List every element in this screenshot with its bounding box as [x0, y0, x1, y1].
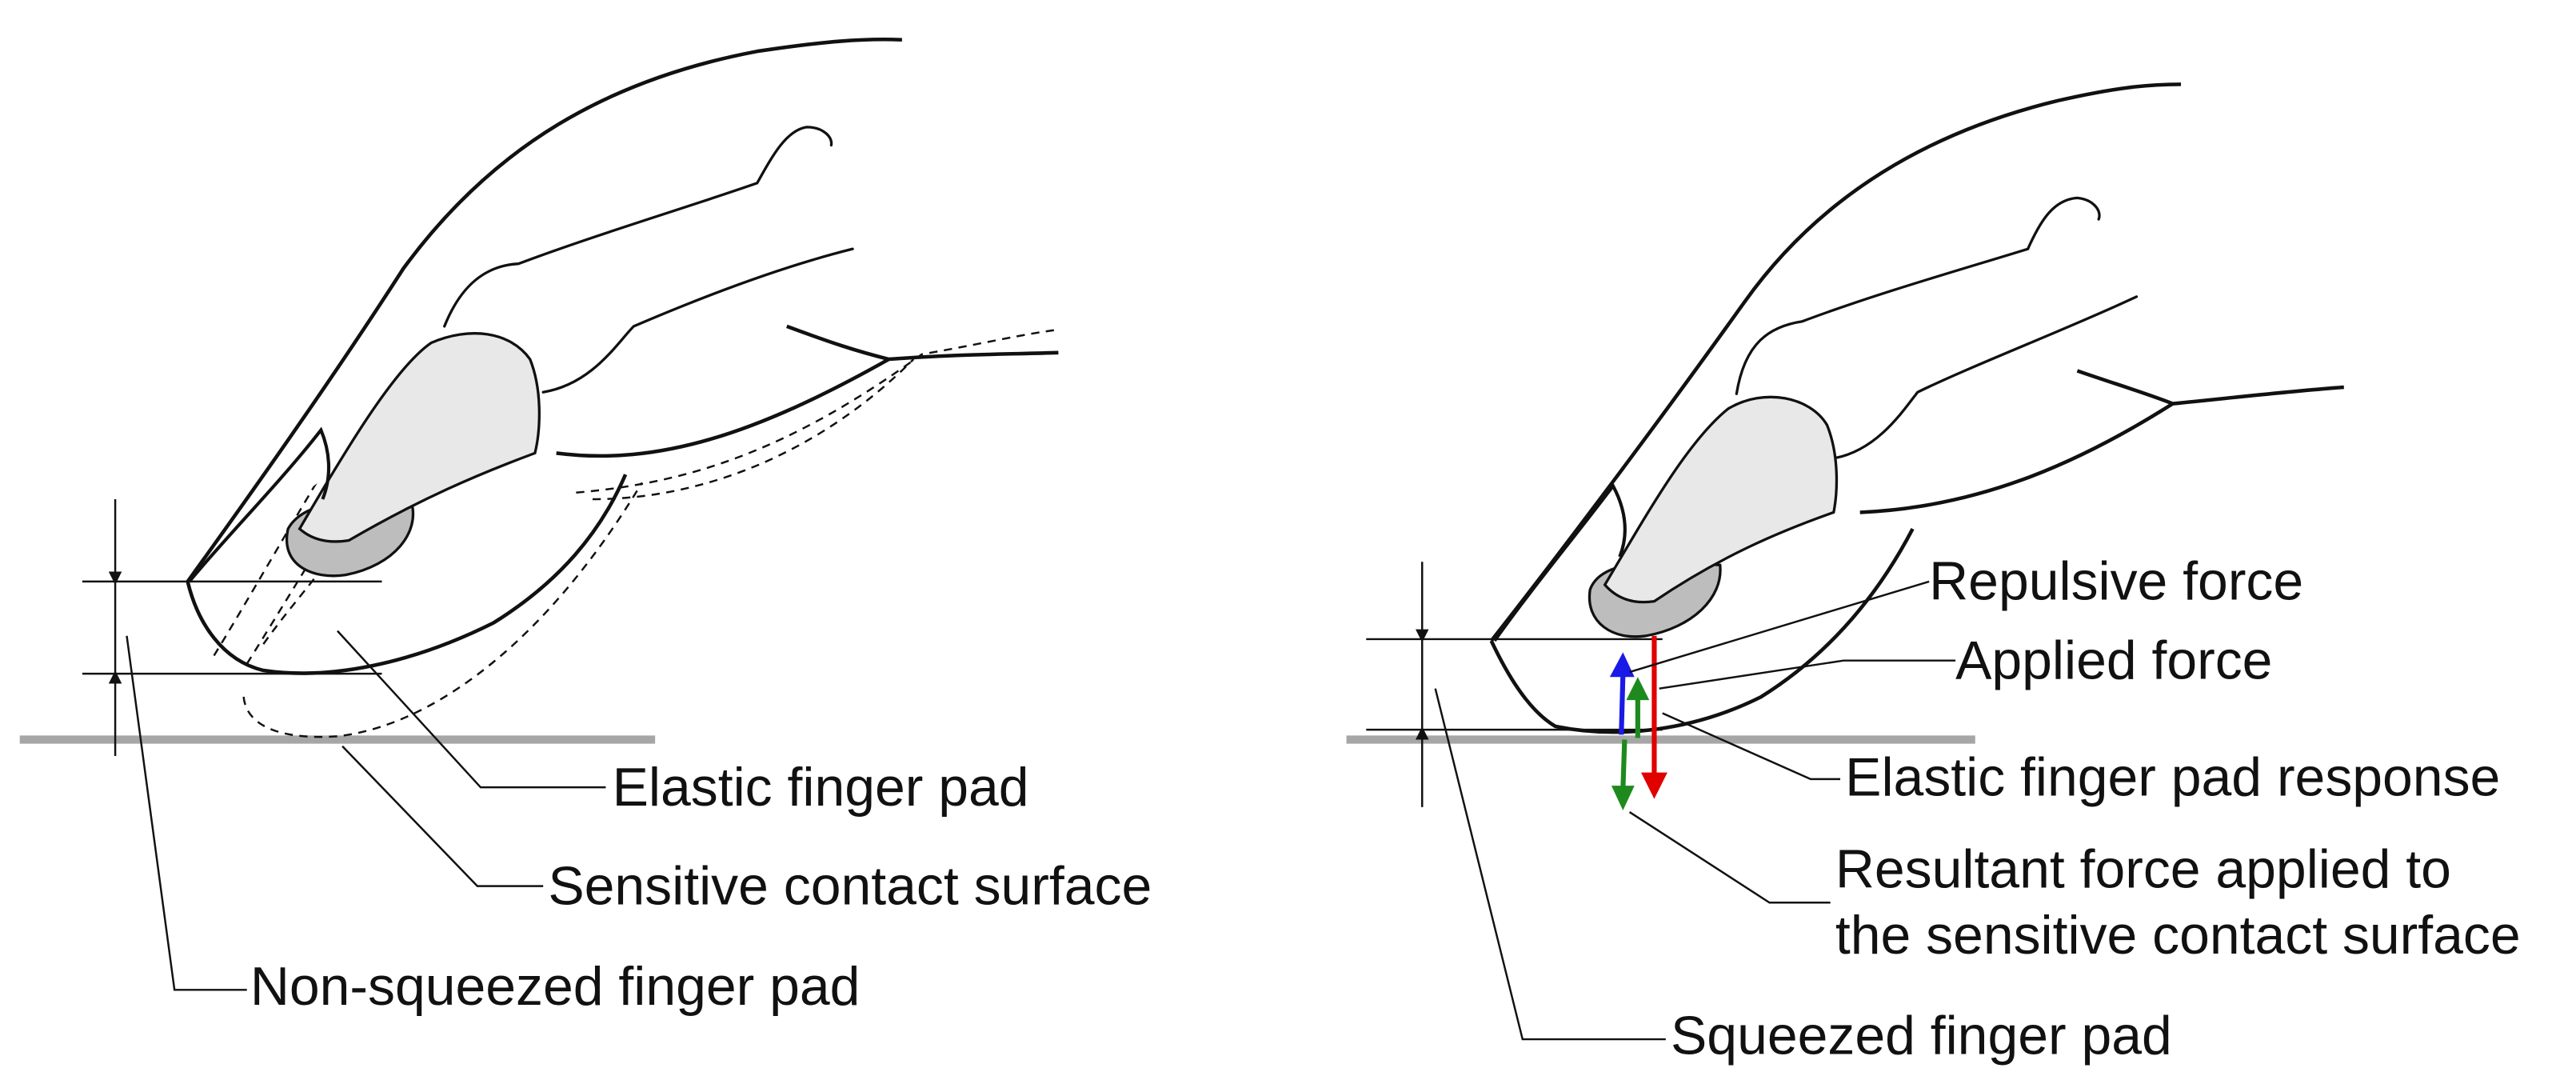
response-leader [1662, 712, 1841, 781]
label-repulsive-force: Repulsive force [1929, 552, 2303, 612]
label-applied-force: Applied force [1955, 630, 2272, 690]
left-nail [298, 332, 541, 543]
label-resultant-force-line1: Resultant force applied to [1835, 840, 2451, 900]
applied-force-arrowhead [1640, 772, 1667, 799]
repulsive-force-arrow [1619, 674, 1626, 735]
label-non-squeezed-finger-pad: Non-squeezed finger pad [250, 957, 861, 1017]
applied-leader [1659, 659, 1956, 690]
left-finger [186, 38, 1059, 675]
elastic-pad-leader [337, 630, 606, 789]
label-sensitive-contact-surface: Sensitive contact surface [548, 856, 1152, 916]
label-elastic-finger-pad: Elastic finger pad [613, 758, 1029, 818]
repulsive-force-arrowhead [1609, 652, 1635, 678]
response-force-arrowhead [1626, 677, 1650, 701]
contact-surface-leader [341, 745, 544, 887]
resultant-force-arrowhead [1611, 786, 1635, 810]
right-nail [1603, 395, 1839, 604]
left-panel: Elastic finger pad Sensitive contact sur… [19, 38, 1152, 1017]
repulsive-leader [1629, 580, 1930, 674]
label-resultant-force-line2: the sensitive contact surface [1835, 906, 2521, 966]
resultant-leader [1628, 810, 1831, 904]
resultant-force-arrow [1620, 739, 1627, 790]
right-panel: Repulsive force Applied force Elastic fi… [1346, 82, 2521, 1066]
label-squeezed-finger-pad: Squeezed finger pad [1671, 1006, 2172, 1066]
label-elastic-finger-pad-response: Elastic finger pad response [1845, 747, 2500, 807]
right-finger [1489, 82, 2344, 734]
right-height-indicator [1366, 562, 1663, 807]
squeezed-leader [1434, 688, 1666, 1041]
force-arrows [1609, 635, 1667, 810]
non-squeezed-leader [126, 635, 247, 991]
